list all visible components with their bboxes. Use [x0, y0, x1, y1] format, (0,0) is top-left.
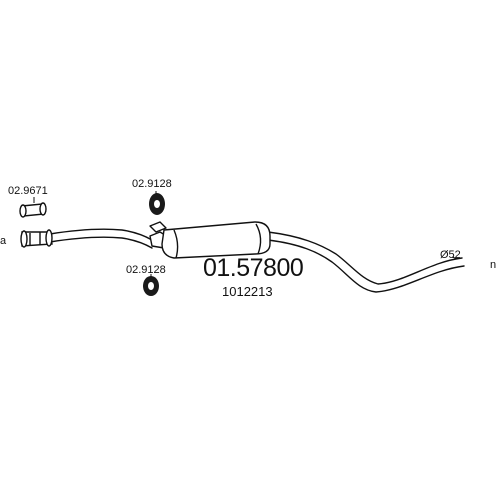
flange-connector	[20, 229, 53, 248]
top-hanger-part-number: 02.9128	[132, 178, 172, 190]
bottom-hanger-part-number: 02.9128	[126, 264, 166, 276]
left-edge-label: a	[0, 235, 7, 247]
rubber-hanger-top	[149, 193, 165, 215]
main-part-number: 01.57800	[203, 254, 303, 282]
exhaust-pipe	[49, 228, 465, 293]
pipe-diameter-label: Ø52	[440, 249, 461, 261]
rubber-hanger-bottom	[143, 276, 159, 296]
right-edge-label: n	[490, 259, 496, 271]
clamp-part	[19, 202, 47, 218]
leader-lines	[33, 191, 459, 277]
middle-muffler	[149, 221, 271, 259]
clamp-part-number: 02.9671	[8, 185, 48, 197]
oe-reference-number: 1012213	[222, 284, 273, 299]
